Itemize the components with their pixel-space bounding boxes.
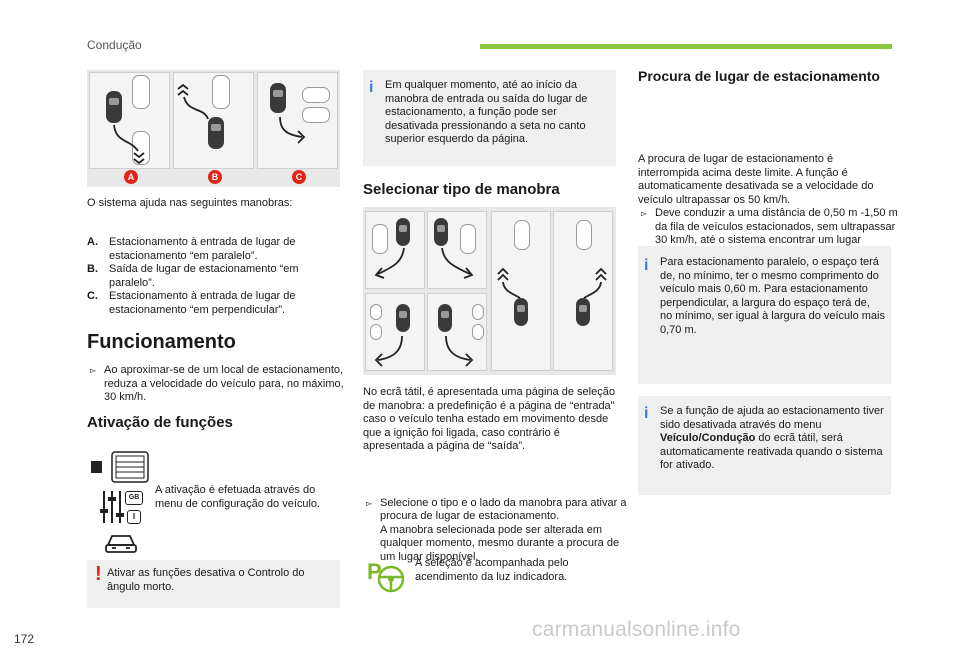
select-tile-6 xyxy=(553,211,613,371)
screen-menu-icon xyxy=(90,451,150,485)
select-tile-4 xyxy=(427,293,487,371)
info-icon: i xyxy=(644,257,649,274)
ativacao-text: A ativação é efetuada através do menu de… xyxy=(155,484,321,510)
intro-text: O sistema ajuda nas seguintes manobras: xyxy=(87,197,293,209)
car-icon xyxy=(104,531,138,555)
select-tile-3 xyxy=(365,293,425,371)
label-c: C xyxy=(292,170,306,184)
list-item: A.Estacionamento à entrada de lugar de e… xyxy=(87,236,296,262)
select-tile-5 xyxy=(491,211,551,371)
info-text: Em qualquer momento, até ao início da ma… xyxy=(385,79,588,145)
label-b: B xyxy=(208,170,222,184)
warning-text: Ativar as funções desativa o Controlo do… xyxy=(107,567,305,593)
watermark: carmanualsonline.info xyxy=(532,618,741,641)
page-number: 172 xyxy=(14,632,35,646)
path-arrow-icon xyxy=(113,124,145,165)
list-item: C.Estacionamento à entrada de lugar de e… xyxy=(87,290,296,316)
dimensions-text: Para estacionamento paralelo, o espaço t… xyxy=(660,256,885,336)
diagram-panel-a xyxy=(89,72,170,169)
info-box-deactivate: i Em qualquer momento, até ao início da … xyxy=(363,70,616,166)
info-icon: i xyxy=(369,79,374,96)
select-tile-1 xyxy=(365,211,425,289)
path-arrow-icon xyxy=(374,335,403,367)
info-box-reactivation: i Se a função de ajuda ao estacionamento… xyxy=(638,396,891,495)
gb-icon: GB xyxy=(125,491,143,505)
section-bar xyxy=(480,44,892,49)
path-arrow-icon xyxy=(279,116,306,144)
diagram-panel-c xyxy=(257,72,338,169)
path-arrow-icon xyxy=(445,335,474,367)
procura-body: A procura de lugar de estacionamento é i… xyxy=(638,153,874,206)
list-item: B.Saída de lugar de estacionamento “em p… xyxy=(87,263,299,289)
selecionar-title: Selecionar tipo de manobra xyxy=(363,181,560,198)
diagram-panel-b xyxy=(173,72,254,169)
info-icon: i xyxy=(644,405,649,422)
path-arrow-icon xyxy=(374,247,405,279)
maneuver-diagram: A B C xyxy=(87,70,340,187)
select-tile-2 xyxy=(427,211,487,289)
selection-diagram xyxy=(363,207,616,375)
procura-title: Procura de lugar de estacionamento xyxy=(638,68,880,84)
funcionamento-title: Funcionamento xyxy=(87,331,236,353)
selection-body: No ecrã tátil, é apresentada uma página … xyxy=(363,386,615,452)
info-box-dimensions: i Para estacionamento paralelo, o espaço… xyxy=(638,246,891,384)
funcionamento-bullet: Ao aproximar-se de um local de estaciona… xyxy=(90,364,344,405)
parking-indicator-icon: P xyxy=(367,557,407,593)
menu-path: Veículo/Condução xyxy=(660,432,756,444)
warning-icon: ! xyxy=(95,563,102,585)
path-arrow-icon xyxy=(441,247,474,279)
label-a: A xyxy=(124,170,138,184)
section-label: Condução xyxy=(87,38,142,52)
settings-sliders-icon: GB I xyxy=(100,489,146,525)
indicator-text: A seleção é acompanhada pelo acendimento… xyxy=(415,557,569,583)
path-arrow-icon xyxy=(177,83,209,120)
maneuver-list: A.Estacionamento à entrada de lugar de e… xyxy=(87,236,340,317)
path-arrow-icon xyxy=(497,267,521,299)
reactivation-text: Se a função de ajuda ao estacionamento t… xyxy=(660,405,884,471)
ativacao-title: Ativação de funções xyxy=(87,414,233,431)
info-i-icon: I xyxy=(127,510,141,524)
selection-bullet: Selecione o tipo e o lado da manobra par… xyxy=(366,497,628,565)
warning-box: ! Ativar as funções desativa o Controlo … xyxy=(87,560,340,608)
path-arrow-icon xyxy=(583,267,607,299)
